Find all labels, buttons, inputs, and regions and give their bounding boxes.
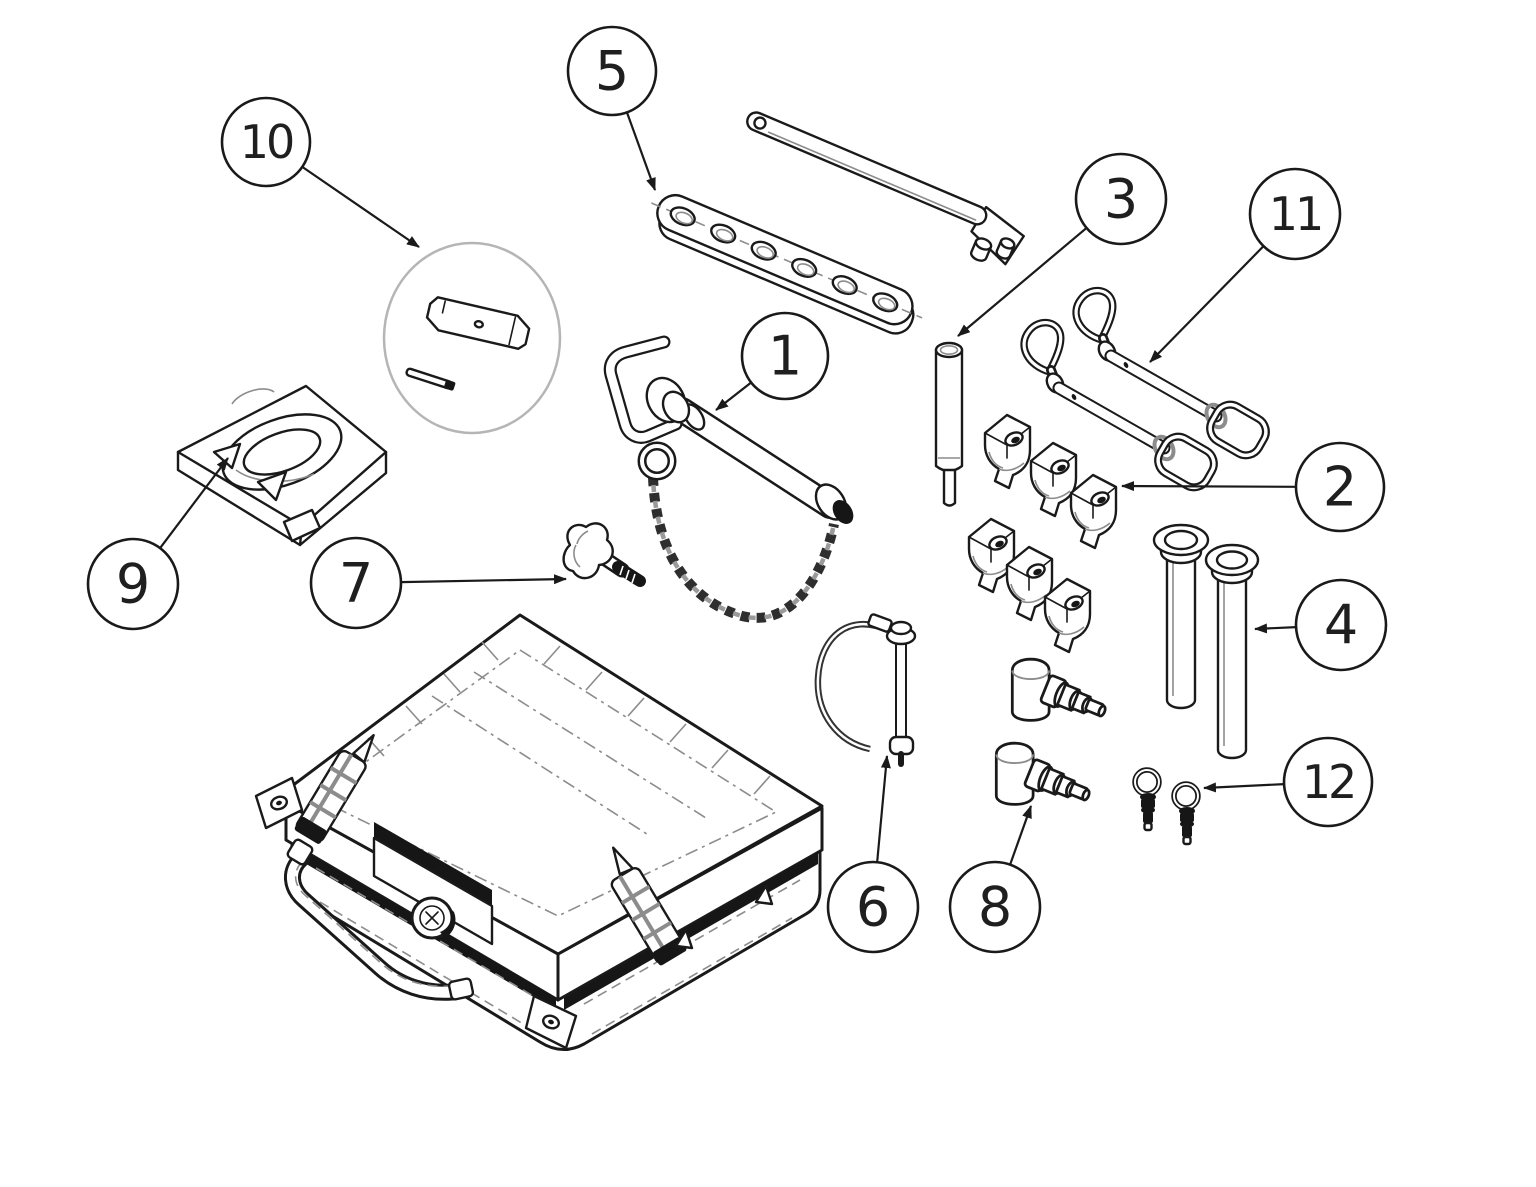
callout-clamp-base-plate: 9 (86, 457, 229, 631)
callout-leader-arrow (1121, 481, 1297, 492)
part-9-clamp-base-plate-drawing (176, 384, 388, 547)
part-4-sleeve-tubes-drawing (1152, 523, 1260, 760)
callout-number-1: 1 (768, 325, 802, 388)
hitch-pin-chain (648, 476, 839, 623)
callout-balloon (220, 96, 312, 188)
callout-leader-arrow (400, 574, 567, 585)
callout-number-8: 8 (978, 876, 1012, 939)
case-latch-left (294, 734, 375, 844)
callout-leader-arrow (715, 381, 752, 411)
case-corner-tab-left (254, 776, 304, 830)
callout-lanyard-pins: 11 (1149, 167, 1342, 363)
part-7-thumb-knob-drawing (562, 522, 646, 587)
callout-leader-arrow (625, 112, 657, 191)
callout-punch-pin: 3 (957, 152, 1168, 337)
callout-balloon (1294, 441, 1386, 533)
callout-ring-pins: 12 (1203, 736, 1374, 828)
callout-balloon (740, 311, 830, 401)
callout-balloon (1282, 736, 1374, 828)
case-handle (284, 838, 475, 1001)
callout-number-2: 2 (1323, 456, 1357, 519)
callout-leader-arrow (159, 457, 229, 549)
part-3-punch-pin-drawing (934, 341, 964, 507)
callout-hitch-pin-with-chain: 1 (715, 311, 830, 411)
lid-rib-texture (367, 641, 771, 795)
part-5-drilled-bar-drawing (651, 193, 923, 335)
callout-support-bars: 5 (566, 25, 658, 191)
callout-leader-arrow (876, 755, 891, 863)
callout-balloon (1248, 167, 1342, 261)
callout-thumb-knob-screw: 7 (309, 536, 567, 630)
callout-balloon (309, 536, 403, 630)
part-6-detent-pin-drawing (814, 613, 917, 767)
callout-balloon (826, 860, 920, 954)
callout-balloon (1074, 152, 1168, 246)
callout-balloon (948, 860, 1042, 954)
callout-leader-arrow (957, 227, 1088, 337)
callout-leader-arrow (301, 165, 420, 248)
callout-detent-pin-with-lanyard: 6 (826, 755, 920, 954)
callout-number-9: 9 (116, 553, 150, 616)
callout-leader-arrow (1009, 805, 1033, 865)
callout-number-5: 5 (595, 40, 629, 103)
callout-balloon (566, 25, 658, 117)
callout-number-7: 7 (339, 552, 373, 615)
callout-leader-arrow (1149, 245, 1265, 363)
part-10-adapter-detail-drawing (382, 241, 562, 435)
callout-number-3: 3 (1104, 168, 1138, 231)
callout-mount-clamps: 2 (1121, 441, 1386, 533)
callout-leader-arrow (1254, 623, 1297, 634)
callout-elbow-fittings: 8 (948, 805, 1042, 954)
callout-number-11: 11 (1269, 187, 1322, 241)
callout-sleeve-tubes: 4 (1254, 578, 1388, 672)
callout-number-10: 10 (240, 115, 293, 169)
callout-balloon (86, 537, 180, 631)
callout-leader-arrow (1203, 782, 1285, 793)
callout-number-12: 12 (1302, 755, 1355, 809)
callout-number-4: 4 (1324, 594, 1358, 657)
part-12-ring-pins-drawing (1135, 770, 1198, 844)
part-1-hitch-pin-drawing (603, 335, 854, 623)
part-2-mount-clamps-drawing (967, 413, 1118, 654)
callout-number-6: 6 (856, 876, 890, 939)
case-corner-tab-front (524, 994, 578, 1050)
carrying-case-drawing (254, 613, 824, 1051)
callout-balloon (1294, 578, 1388, 672)
part-5-wrench-bar-drawing (746, 111, 1025, 266)
part-8-elbow-fittings-drawing (994, 657, 1112, 811)
callout-adapter-detail: 10 (220, 96, 420, 248)
